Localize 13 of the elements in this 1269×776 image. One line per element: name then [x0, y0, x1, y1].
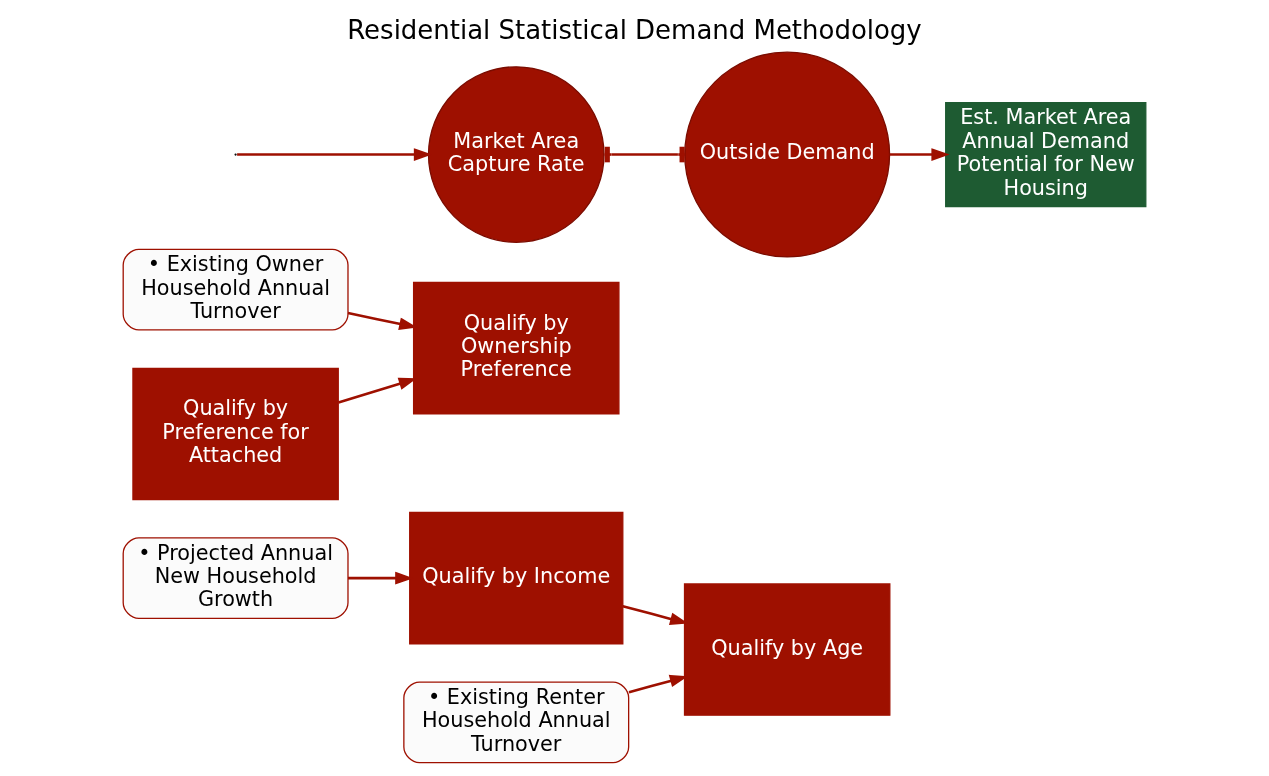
node-box: • Existing Renter Household Annual Turnover: [403, 681, 630, 764]
node-circle: Market Area Capture Rate: [427, 66, 605, 243]
diagram-title: Residential Statistical Demand Methodology: [347, 15, 922, 46]
node-box: Qualify by Ownership Preference: [412, 281, 620, 415]
node-box: • Existing Owner Household Annual Turnover: [122, 248, 349, 331]
node-box: • Projected Annual New Household Growth: [122, 537, 349, 620]
node-circle: Outside Demand: [684, 51, 891, 258]
node-box: Qualify by Age: [683, 583, 891, 716]
node-box: Qualify by Preference for Attached: [132, 367, 339, 501]
arrow: [889, 148, 950, 161]
arrow: [237, 148, 433, 161]
node-box: Est. Market Area Annual Demand Potential for New Housing: [945, 101, 1147, 208]
node-box: Qualify by Income: [409, 511, 624, 645]
